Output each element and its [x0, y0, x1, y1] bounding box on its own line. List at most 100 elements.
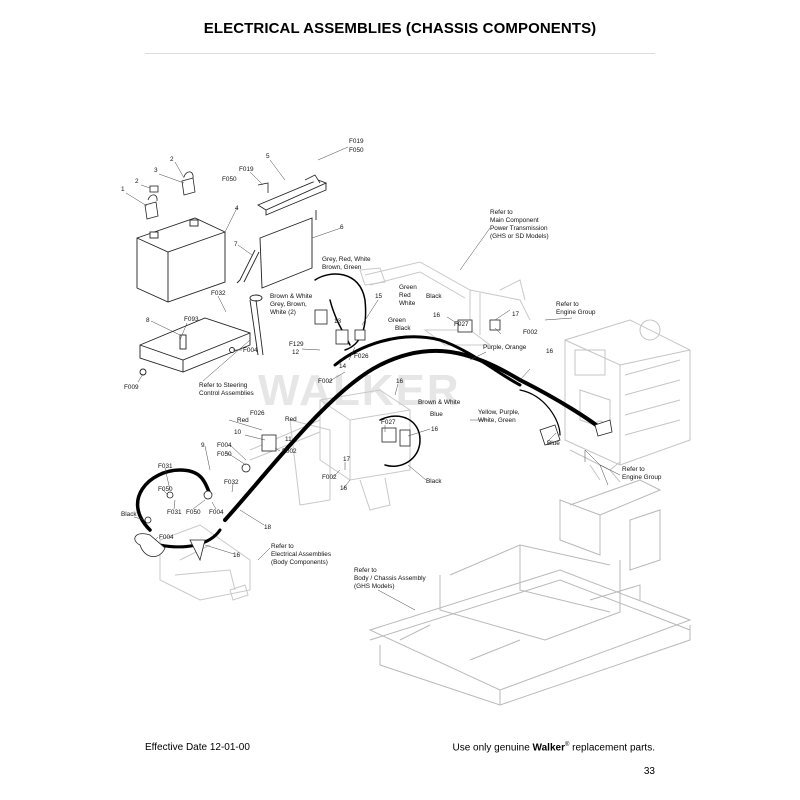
- callout-F027: F027: [454, 321, 469, 328]
- callout-17: 17: [512, 311, 520, 318]
- callout-labels: 1 2 3 2 4 5 F019 F050 F019 F050 6 7 8 F0…: [121, 138, 662, 590]
- wire-colors-grw-line1: Grey, Red, White: [322, 256, 371, 263]
- notice-prefix: Use only genuine: [452, 742, 533, 754]
- callout-F004: F004: [159, 534, 174, 541]
- wire-color-white: White: [399, 300, 416, 307]
- callout-16: 16: [433, 312, 441, 319]
- callout-11: 11: [285, 436, 292, 443]
- callout-F031: F031: [158, 463, 173, 470]
- title-divider: [145, 53, 655, 54]
- callout-F004: F004: [209, 509, 224, 516]
- callout-10: 10: [234, 429, 242, 436]
- callout-F050: F050: [186, 509, 201, 516]
- callout-F004: F004: [217, 442, 232, 449]
- callout-1: 1: [121, 186, 125, 193]
- callout-16: 16: [396, 378, 404, 385]
- callout-3: 3: [154, 167, 158, 174]
- engine-reference-line1: Refer to: [556, 301, 579, 308]
- registered-mark: ®: [564, 742, 570, 748]
- electrical-body-reference-line3: (Body Components): [271, 559, 328, 566]
- wire-color-red: Red: [285, 416, 297, 423]
- leader-lines: [125, 146, 621, 611]
- callout-F002: F002: [322, 474, 337, 481]
- wire-color-green: Green: [388, 317, 406, 324]
- callout-F050: F050: [217, 451, 232, 458]
- callout-2: 2: [135, 178, 139, 185]
- wire-color-black: Black: [426, 478, 442, 485]
- callout-6: 6: [340, 224, 344, 231]
- callout-F026: F026: [354, 353, 369, 360]
- callout-16: 16: [546, 348, 554, 355]
- wire-colors-bw-line2: Grey, Brown,: [270, 301, 307, 308]
- watermark-text: WALKER: [258, 366, 461, 415]
- callout-15: 15: [375, 293, 383, 300]
- callout-F050: F050: [158, 486, 173, 493]
- callout-F129: F129: [289, 341, 304, 348]
- main-component-reference-line4: (GHS or SD Models): [490, 233, 549, 240]
- callout-F050: F050: [222, 176, 237, 183]
- callout-F027: F027: [381, 419, 396, 426]
- callout-12: 12: [292, 349, 300, 356]
- callout-F093: F093: [184, 316, 199, 323]
- chassis-frame-drawing: [368, 479, 692, 706]
- main-component-reference-line3: Power Transmission: [490, 225, 548, 232]
- battery-hold-down-rod: [236, 249, 264, 356]
- wire-colors-ypwg-line1: Yellow, Purple,: [478, 409, 520, 416]
- wire-colors-brown-white: Brown & White: [418, 399, 461, 406]
- steering-reference-line2: Control Assemblies: [199, 390, 254, 397]
- callout-F019: F019: [349, 138, 364, 145]
- callout-F031: F031: [167, 509, 182, 516]
- wire-colors-bw-line3: White (2): [270, 309, 296, 316]
- callout-2: 2: [170, 156, 174, 163]
- battery-hold-down-bracket: [257, 179, 328, 289]
- callout-14: 14: [339, 363, 347, 370]
- callout-4: 4: [235, 205, 239, 212]
- callout-5: 5: [266, 153, 270, 160]
- callout-9: 9: [201, 442, 205, 449]
- callout-16: 16: [233, 552, 241, 559]
- electrical-body-reference-line2: Electrical Assemblies: [271, 551, 331, 558]
- page-title: ELECTRICAL ASSEMBLIES (CHASSIS COMPONENT…: [203, 20, 597, 37]
- notice-suffix: replacement parts.: [569, 742, 655, 754]
- body-chassis-reference-line2: Body / Chassis Assembly: [354, 575, 427, 582]
- battery-cable-harness: [135, 273, 602, 549]
- steering-reference-line1: Refer to Steering: [199, 382, 248, 389]
- callout-F009: F009: [124, 384, 139, 391]
- engine-reference-line2: Engine Group: [556, 309, 596, 316]
- body-chassis-reference-line1: Refer to: [354, 567, 377, 574]
- engine-drawing: [564, 319, 691, 483]
- callout-F002: F002: [523, 329, 538, 336]
- wire-color-red: Red: [399, 292, 411, 299]
- wire-colors-purple-orange: Purple, Orange: [483, 344, 527, 351]
- callout-F026: F026: [250, 410, 265, 417]
- engine-reference-line1: Refer to: [622, 466, 645, 473]
- effective-date: Effective Date 12-01-00: [145, 742, 250, 753]
- wire-color-green: Green: [399, 284, 417, 291]
- callout-F004: F004: [243, 347, 258, 354]
- wire-colors-bw-line1: Brown & White: [270, 293, 313, 300]
- callout-17: 17: [343, 456, 351, 463]
- callout-18: 18: [264, 524, 272, 531]
- callout-F002: F002: [282, 448, 297, 455]
- callout-8: 8: [146, 317, 150, 324]
- callout-F050: F050: [349, 147, 364, 154]
- wire-colors-grw-line2: Brown, Green: [322, 264, 362, 271]
- battery-tray-drawing: [139, 317, 251, 376]
- battery-drawing: [136, 217, 226, 303]
- engine-reference-line2: Engine Group: [622, 474, 662, 481]
- wire-color-black: Black: [395, 325, 411, 332]
- callout-F002: F002: [318, 378, 333, 385]
- callout-16: 16: [340, 485, 348, 492]
- callout-F032: F032: [211, 290, 226, 297]
- wire-color-blue: Blue: [430, 411, 443, 418]
- wire-color-red: Red: [237, 417, 249, 424]
- main-component-drawing: [159, 261, 531, 601]
- brand-name: Walker: [532, 742, 565, 754]
- main-component-reference-line2: Main Component: [490, 217, 539, 224]
- wire-color-black: Black: [121, 511, 137, 518]
- page-number: 33: [643, 766, 655, 777]
- wire-colors-ypwg-line2: White, Green: [478, 417, 516, 424]
- wire-color-black: Black: [426, 293, 442, 300]
- connector-components: [134, 174, 613, 562]
